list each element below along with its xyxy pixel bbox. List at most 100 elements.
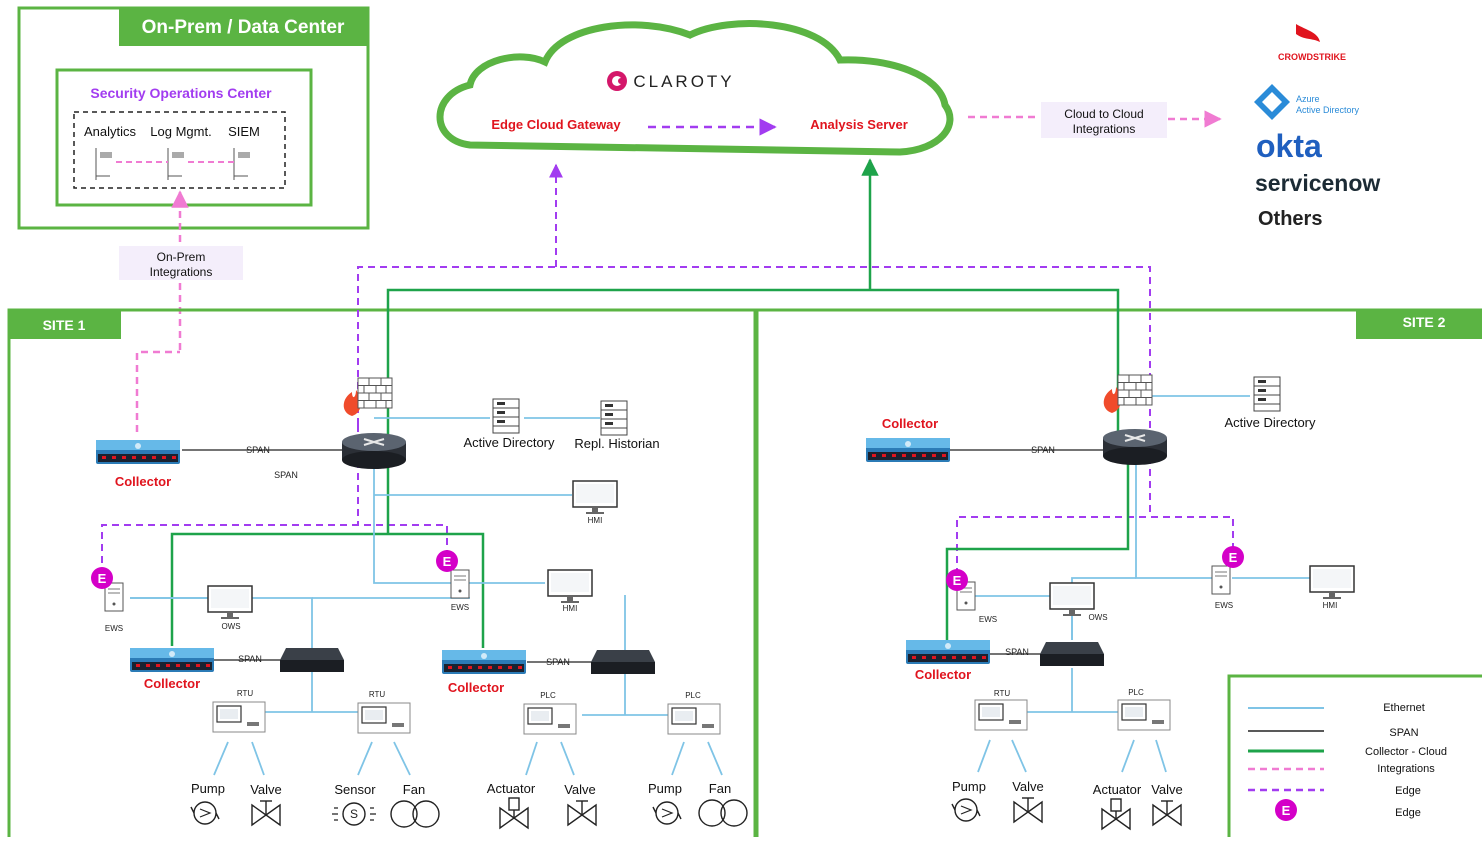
site1-device-sensor-label: Sensor xyxy=(334,782,376,797)
servicenow-logo: servicenow xyxy=(1255,170,1380,196)
site1-repl-historian-icon xyxy=(600,400,628,436)
site1-collector-main-icon xyxy=(96,440,180,464)
c2c-label-2: Integrations xyxy=(1073,122,1136,136)
legend-ethernet: Ethernet xyxy=(1383,702,1425,714)
site1-repl-historian-label: Repl. Historian xyxy=(574,436,659,451)
onprem-title: On-Prem / Data Center xyxy=(142,17,345,38)
site1-span-lines xyxy=(182,449,592,663)
site1-collector-right-label: Collector xyxy=(448,680,504,695)
site1-collector-main-label: Collector xyxy=(115,474,171,489)
crowdstrike-icon xyxy=(1296,24,1320,42)
site2-ows-label: OWS xyxy=(1088,613,1107,622)
svg-text:E: E xyxy=(953,573,962,588)
site1-ews-right-label: EWS xyxy=(451,603,469,612)
site1-hmi-mid-icon xyxy=(547,569,593,604)
valve-icon xyxy=(251,800,281,826)
site2-field-lines xyxy=(977,739,1167,773)
legend-integrations: Integrations xyxy=(1377,763,1435,775)
site1-device-valve-1-label: Valve xyxy=(250,782,282,797)
site1-switch-left-icon xyxy=(280,648,344,672)
site2-firewall-icon xyxy=(1103,374,1153,414)
site1-plc-2-icon xyxy=(667,703,721,735)
sensor-icon xyxy=(331,802,377,826)
site1-ethernet-lines xyxy=(130,417,695,716)
site2-edge-badge-left: E xyxy=(946,569,968,591)
svg-text:E: E xyxy=(98,571,107,586)
site2-collector-main-label: Collector xyxy=(882,416,938,431)
site2-span-label-1: SPAN xyxy=(1031,445,1055,455)
site2-device-pump-label: Pump xyxy=(952,779,986,794)
site1-active-directory-icon xyxy=(492,398,520,434)
site1-field-lines xyxy=(213,741,723,776)
site1-hmi-mid-label: HMI xyxy=(563,604,578,613)
site1-rtu-2-label: RTU xyxy=(369,690,386,699)
site1-device-pump-1-label: Pump xyxy=(191,781,225,796)
site1-edge-badge-left: E xyxy=(91,567,113,589)
site1-plc-2-label: PLC xyxy=(685,691,701,700)
site2-hmi-label: HMI xyxy=(1323,601,1338,610)
azure-label-1: Azure xyxy=(1296,94,1320,104)
site2-collector-main-icon xyxy=(866,438,950,462)
site1-span-label-2: SPAN xyxy=(274,470,298,480)
pump-icon xyxy=(951,798,981,822)
site2-rtu-label: RTU xyxy=(994,689,1011,698)
site1-ows-label: OWS xyxy=(221,622,240,631)
site2-device-valve-1-label: Valve xyxy=(1012,779,1044,794)
soc-tool-siem: SIEM xyxy=(228,124,260,139)
actuator-icon xyxy=(499,797,529,829)
valve-icon xyxy=(1152,800,1182,826)
site1-device-fan-1-label: Fan xyxy=(403,782,425,797)
valve-icon xyxy=(1013,797,1043,823)
pump-icon xyxy=(652,801,682,825)
site2-collector-left-label: Collector xyxy=(915,667,971,682)
claroty-cloud: CLAROTY Edge Cloud Gateway Analysis Serv… xyxy=(436,20,954,156)
site1-collector-left-label: Collector xyxy=(144,676,200,691)
okta-logo: okta xyxy=(1256,128,1322,164)
site1-ews-right-icon xyxy=(450,569,470,599)
site1-device-pump-2-label: Pump xyxy=(648,781,682,796)
onprem-panel: On-Prem / Data Center Security Operation… xyxy=(17,6,370,432)
site2-active-directory-icon xyxy=(1253,376,1281,412)
svg-text:E: E xyxy=(1229,550,1238,565)
site2-device-actuator-label: Actuator xyxy=(1093,782,1142,797)
legend-span: SPAN xyxy=(1389,727,1418,739)
site1-ews-left-label: EWS xyxy=(105,624,123,633)
site2-router-icon xyxy=(1102,428,1168,466)
site2-hmi-icon xyxy=(1309,565,1355,600)
site2-active-directory-label: Active Directory xyxy=(1224,415,1316,430)
site1-rtu-1-label: RTU xyxy=(237,689,254,698)
onprem-integrations-label-1: On-Prem xyxy=(157,250,206,264)
c2c-label-1: Cloud to Cloud xyxy=(1064,107,1143,121)
site2-ews-left-label: EWS xyxy=(979,615,997,624)
site2-plc-label: PLC xyxy=(1128,688,1144,697)
azure-ad-icon xyxy=(1254,84,1290,120)
soc-title: Security Operations Center xyxy=(90,85,272,101)
site1-span-label-3: SPAN xyxy=(238,654,262,664)
onprem-integrations-label-2: Integrations xyxy=(150,265,213,279)
site1-edge-badge-right: E xyxy=(436,550,458,572)
site1-active-directory-label: Active Directory xyxy=(463,435,555,450)
valve-icon xyxy=(567,800,597,826)
site1-hmi-top-label: HMI xyxy=(588,516,603,525)
site2-span-label-2: SPAN xyxy=(1005,647,1029,657)
fan-icon xyxy=(390,800,440,828)
azure-label-2: Active Directory xyxy=(1296,105,1360,115)
site2-edge-badge-right: E xyxy=(1222,546,1244,568)
svg-text:E: E xyxy=(1282,803,1291,818)
analysis-server: Analysis Server xyxy=(810,117,908,132)
claroty-logo-icon xyxy=(607,71,627,91)
site1-plc-1-icon xyxy=(523,703,577,735)
svg-text:E: E xyxy=(443,554,452,569)
site1-plc-1-label: PLC xyxy=(540,691,556,700)
integration-logos: CROWDSTRIKE Azure Active Directory okta … xyxy=(1254,24,1380,230)
site2-span-lines xyxy=(950,449,1104,655)
site2-ews-right-label: EWS xyxy=(1215,601,1233,610)
site1-rtu-1-icon xyxy=(212,701,266,733)
site1-firewall-icon xyxy=(343,377,393,417)
soc-tool-analytics: Analytics xyxy=(84,124,137,139)
legend-collector-cloud: Collector - Cloud xyxy=(1365,746,1447,758)
legend-edge-badge: Edge xyxy=(1395,807,1421,819)
others-label: Others xyxy=(1258,208,1322,230)
site1-router-icon xyxy=(341,432,407,470)
